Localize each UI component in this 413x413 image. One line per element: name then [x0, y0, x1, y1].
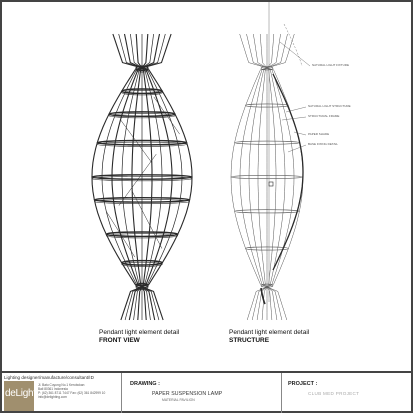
- callout-leaders: [279, 23, 311, 153]
- callout-leader: [279, 41, 311, 67]
- front-hoop-inner: [91, 176, 193, 182]
- callout-1: NATURAL LIGHT FIXTURE: [312, 63, 349, 67]
- front-rib: [131, 33, 149, 321]
- project-cell: PROJECT : CLUB MED PROJECT: [282, 373, 411, 413]
- callout-leader: [293, 131, 307, 136]
- front-caption-title: Pendant light element detail: [99, 329, 180, 336]
- front-seam: [106, 211, 136, 258]
- logo-text: deLighting: [5, 388, 34, 399]
- project-name: CLUB MED PROJECT: [308, 391, 360, 396]
- structure-rib: [253, 33, 286, 321]
- front-hoop: [93, 196, 191, 203]
- front-hoop-inner: [108, 113, 176, 119]
- front-hoop: [121, 259, 163, 266]
- address-line-1: Jl. Batu Cuyung No.1 Kerobokan: [38, 383, 85, 387]
- front-view-drawing: [91, 33, 193, 321]
- front-hoop-inner: [135, 67, 149, 73]
- structure-hoop: [260, 66, 274, 71]
- project-label: PROJECT :: [288, 381, 318, 387]
- drawing-cell: DRAWING : PAPER SUSPENSION LAMP MATERIAL…: [122, 373, 282, 413]
- callout-leader: [287, 144, 307, 153]
- structure-view-drawing: [230, 2, 304, 321]
- structure-hoop: [260, 283, 274, 288]
- structure-rib: [246, 33, 295, 321]
- structure-caption-sub: STRUCTURE: [229, 337, 270, 344]
- front-rib: [121, 33, 154, 321]
- structure-hoop: [245, 246, 289, 251]
- address-line-2: Bali 80361 Indonesia: [38, 387, 68, 391]
- title-block: Lighting designer/manufacture/consultant…: [2, 371, 411, 413]
- callout-arc: [283, 23, 303, 67]
- callout-5: BASE FIXING DETAIL: [308, 142, 338, 146]
- structure-shade-outline: [272, 73, 304, 271]
- structure-detail-marker: [268, 181, 274, 187]
- callout-3: STRUCTURAL FRAME: [308, 114, 340, 118]
- front-rib: [135, 33, 153, 321]
- front-hoop: [91, 174, 193, 180]
- callout-4: PAPER SHADE: [308, 132, 330, 136]
- structure-hoop: [234, 209, 300, 214]
- drawing-label: DRAWING :: [130, 381, 160, 387]
- structure-base-fix: [260, 287, 266, 305]
- front-hoop-inner: [135, 284, 149, 290]
- front-hoop: [105, 231, 179, 238]
- address-line-3: P: (62) 361 8711 7447 Fax: (62) 361 8429…: [38, 391, 106, 395]
- front-hoop: [135, 282, 149, 289]
- front-rib: [130, 33, 163, 321]
- front-hoop-inner: [97, 141, 187, 147]
- lamp-drawings: [91, 2, 311, 321]
- structure-rib: [248, 33, 281, 321]
- front-seam: [120, 119, 153, 163]
- company-address: Jl. Batu Cuyung No.1 Kerobokan Bali 8036…: [38, 383, 105, 399]
- company-logo: deLighting: [4, 381, 34, 411]
- structure-rib: [239, 33, 288, 321]
- front-hoop: [108, 111, 176, 117]
- callout-leader: [281, 116, 307, 121]
- structure-hoop: [245, 103, 289, 108]
- callout-2: NATURAL LIGHT STRUCTURE: [308, 104, 351, 108]
- structure-caption-title: Pendant light element detail: [229, 329, 310, 336]
- front-seam: [131, 191, 163, 249]
- front-hoop-inner: [121, 90, 163, 96]
- company-tagline: Lighting designer/manufacture/consultant…: [4, 375, 94, 380]
- drawing-title: PAPER SUSPENSION LAMP: [152, 391, 223, 397]
- drawing-area: NATURAL LIGHT FIXTURE NATURAL LIGHT STRU…: [2, 2, 411, 370]
- front-hoop-inner: [105, 233, 179, 239]
- structure-rib: [259, 33, 277, 321]
- front-hoop-inner: [94, 198, 190, 204]
- structure-caption: Pendant light element detail STRUCTURE: [229, 329, 309, 345]
- front-hoop: [121, 88, 163, 95]
- front-caption-sub: FRONT VIEW: [99, 337, 140, 344]
- front-seam: [153, 96, 180, 135]
- address-line-4: info@delighting.com: [38, 395, 67, 399]
- front-view-caption: Pendant light element detail FRONT VIEW: [99, 329, 179, 345]
- drawing-subtitle: MATERIAL PAVILION: [162, 398, 195, 402]
- structure-rib: [257, 33, 275, 321]
- front-hoop: [135, 65, 149, 72]
- callout-leader: [285, 106, 307, 113]
- company-cell: Lighting designer/manufacture/consultant…: [2, 373, 122, 413]
- front-hoop-inner: [121, 261, 163, 267]
- front-seam: [118, 153, 157, 206]
- front-hoop: [96, 139, 188, 146]
